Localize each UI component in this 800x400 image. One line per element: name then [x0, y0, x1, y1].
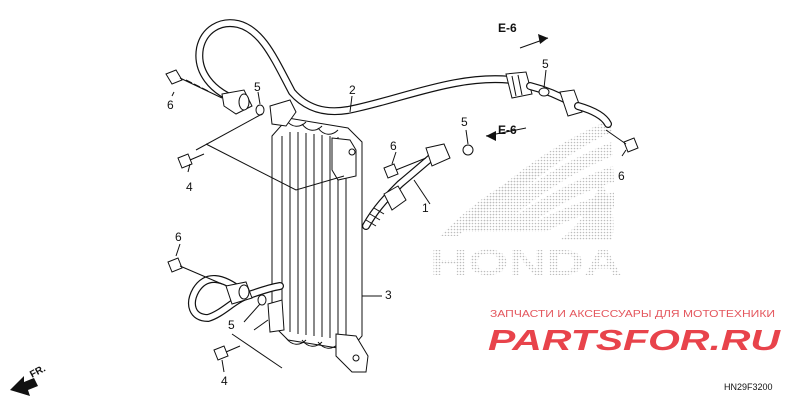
e6-arrow-top	[519, 34, 549, 49]
bolt-4-lower-left	[213, 345, 241, 361]
e6-arrow-mid	[485, 127, 527, 141]
o-ring-upper-right	[538, 87, 550, 97]
callout-5-lower-left: 5	[228, 318, 235, 332]
callout-5-upper-right: 5	[542, 57, 549, 71]
callout-2: 2	[349, 83, 356, 97]
upper-oil-pipe	[195, 19, 612, 128]
honda-brand-watermark: HONDA	[430, 242, 622, 283]
lower-oil-pipe	[188, 275, 284, 322]
honda-wing-watermark	[440, 120, 614, 240]
callout-1: 1	[422, 201, 429, 215]
bolt-6-right	[605, 129, 639, 153]
callout-3: 3	[385, 288, 392, 302]
o-ring-center	[462, 144, 474, 156]
callout-5-upper-left: 5	[254, 80, 261, 94]
oil-hose	[362, 143, 451, 230]
o-ring-upper-left	[255, 104, 265, 116]
callout-6-right: 6	[618, 169, 625, 183]
watermark-site: PARTSFOR.RU	[488, 325, 781, 357]
callout-6-lower-left: 6	[175, 230, 182, 244]
leader-lines	[171, 69, 627, 373]
o-ring-lower-left	[257, 294, 267, 306]
callout-4-lower: 4	[221, 374, 228, 388]
callout-4-upper: 4	[186, 180, 193, 194]
bolt-6-lower-left	[167, 257, 223, 285]
callout-5-center: 5	[461, 115, 468, 129]
watermark-tagline: ЗАПЧАСТИ И АКСЕССУАРЫ ДЛЯ МОТОТЕХНИКИ	[490, 309, 775, 320]
reference-e6-top: E-6	[498, 21, 517, 35]
reference-e6-mid: E-6	[498, 123, 517, 137]
front-direction-arrow	[10, 376, 38, 396]
front-direction-label: FR.	[28, 363, 48, 380]
bolt-6-upper-left	[165, 69, 223, 99]
callout-6-upper-left: 6	[167, 98, 174, 112]
oil-cooler-core	[267, 99, 369, 373]
callout-6-center: 6	[390, 139, 397, 153]
diagram-code: HN29F3200	[724, 382, 773, 392]
bolt-4-upper-left	[177, 153, 205, 169]
bolt-6-center	[383, 157, 427, 179]
